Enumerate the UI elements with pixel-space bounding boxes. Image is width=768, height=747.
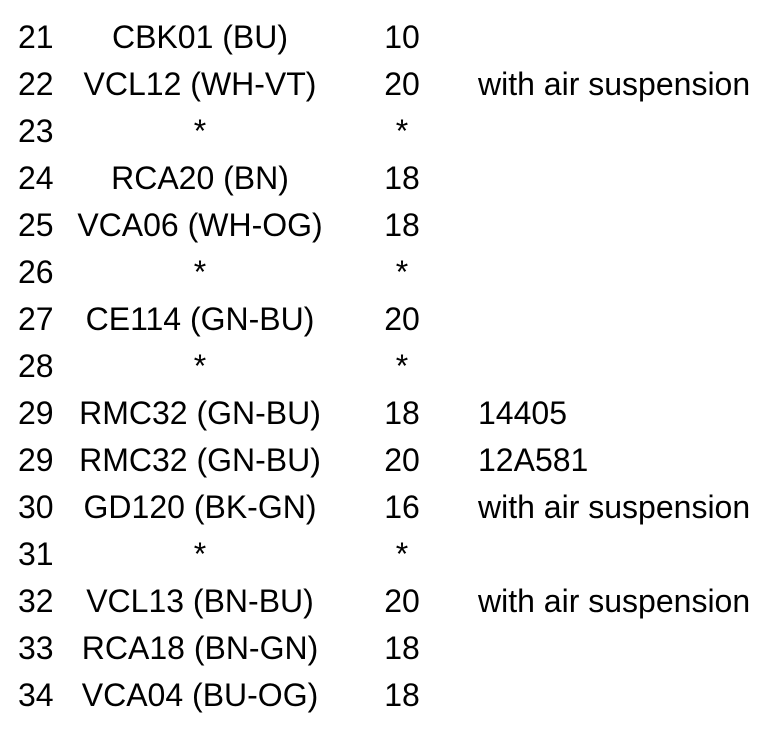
pin-number: 31	[18, 536, 54, 572]
wire-gauge: *	[395, 254, 409, 290]
wire-gauge: *	[395, 536, 409, 572]
wire-gauge: 18	[384, 395, 420, 431]
wire-gauge: 20	[384, 301, 420, 337]
table-row: 27 CE114 (GN-BU) 20	[0, 296, 768, 343]
circuit-code: CBK01 (BU)	[111, 19, 289, 55]
circuit-code: *	[193, 254, 207, 290]
row-note	[464, 155, 768, 202]
circuit-code: RMC32 (GN-BU)	[79, 442, 321, 478]
pin-number: 22	[18, 66, 54, 102]
circuit-code: RMC32 (GN-BU)	[79, 395, 321, 431]
table-row: 23 * *	[0, 108, 768, 155]
circuit-code: VCL12 (WH-VT)	[83, 66, 317, 102]
table-row: 24 RCA20 (BN) 18	[0, 155, 768, 202]
row-note	[464, 249, 768, 296]
row-note	[464, 531, 768, 578]
wire-gauge: 16	[384, 489, 420, 525]
circuit-code: *	[193, 348, 207, 384]
table-row: 31 * *	[0, 531, 768, 578]
wire-gauge: 20	[384, 66, 420, 102]
wire-gauge: 20	[384, 583, 420, 619]
table-row: 29 RMC32 (GN-BU) 20 12A581	[0, 437, 768, 484]
table-row: 21 CBK01 (BU) 10	[0, 14, 768, 61]
row-note: with air suspension	[478, 66, 751, 102]
table-row: 25 VCA06 (WH-OG) 18	[0, 202, 768, 249]
pin-number: 32	[18, 583, 54, 619]
pin-number: 27	[18, 301, 54, 337]
row-note	[464, 672, 768, 719]
pin-number: 29	[18, 442, 54, 478]
table-row: 22 VCL12 (WH-VT) 20 with air suspension	[0, 61, 768, 108]
pin-number: 26	[18, 254, 54, 290]
row-note	[464, 343, 768, 390]
table-row: 29 RMC32 (GN-BU) 18 14405	[0, 390, 768, 437]
wire-gauge: 10	[384, 19, 420, 55]
pin-number: 30	[18, 489, 54, 525]
row-note	[464, 296, 768, 343]
table-row: 32 VCL13 (BN-BU) 20 with air suspension	[0, 578, 768, 625]
pin-number: 21	[18, 19, 54, 55]
wire-gauge: 18	[384, 160, 420, 196]
circuit-code: VCA04 (BU-OG)	[81, 677, 319, 713]
wire-gauge: *	[395, 348, 409, 384]
row-note	[464, 14, 768, 61]
row-note: with air suspension	[478, 583, 751, 619]
row-note: 14405	[478, 395, 567, 431]
row-note: 12A581	[478, 442, 589, 478]
row-note	[464, 108, 768, 155]
table-row: 34 VCA04 (BU-OG) 18	[0, 672, 768, 719]
wire-gauge: 18	[384, 677, 420, 713]
wire-gauge: 18	[384, 630, 420, 666]
wire-gauge: 20	[384, 442, 420, 478]
row-note	[464, 625, 768, 672]
pin-number: 25	[18, 207, 54, 243]
wire-gauge: *	[395, 113, 409, 149]
circuit-code: VCA06 (WH-OG)	[77, 207, 323, 243]
circuit-code: *	[193, 536, 207, 572]
pin-number: 29	[18, 395, 54, 431]
circuit-code: GD120 (BK-GN)	[83, 489, 317, 525]
circuit-code: *	[193, 113, 207, 149]
pin-number: 34	[18, 677, 54, 713]
table-row: 30 GD120 (BK-GN) 16 with air suspension	[0, 484, 768, 531]
row-note: with air suspension	[478, 489, 751, 525]
pin-number: 28	[18, 348, 54, 384]
pin-number: 23	[18, 113, 54, 149]
pin-number: 24	[18, 160, 54, 196]
table-row: 28 * *	[0, 343, 768, 390]
circuit-code: RCA20 (BN)	[111, 160, 289, 196]
circuit-code: VCL13 (BN-BU)	[86, 583, 314, 619]
circuit-code: RCA18 (BN-GN)	[81, 630, 319, 666]
wire-gauge: 18	[384, 207, 420, 243]
pin-table: 21 CBK01 (BU) 10 22 VCL12 (WH-VT) 20 wit…	[0, 14, 768, 719]
table-row: 33 RCA18 (BN-GN) 18	[0, 625, 768, 672]
circuit-code: CE114 (GN-BU)	[85, 301, 315, 337]
pin-number: 33	[18, 630, 54, 666]
table-row: 26 * *	[0, 249, 768, 296]
row-note	[464, 202, 768, 249]
